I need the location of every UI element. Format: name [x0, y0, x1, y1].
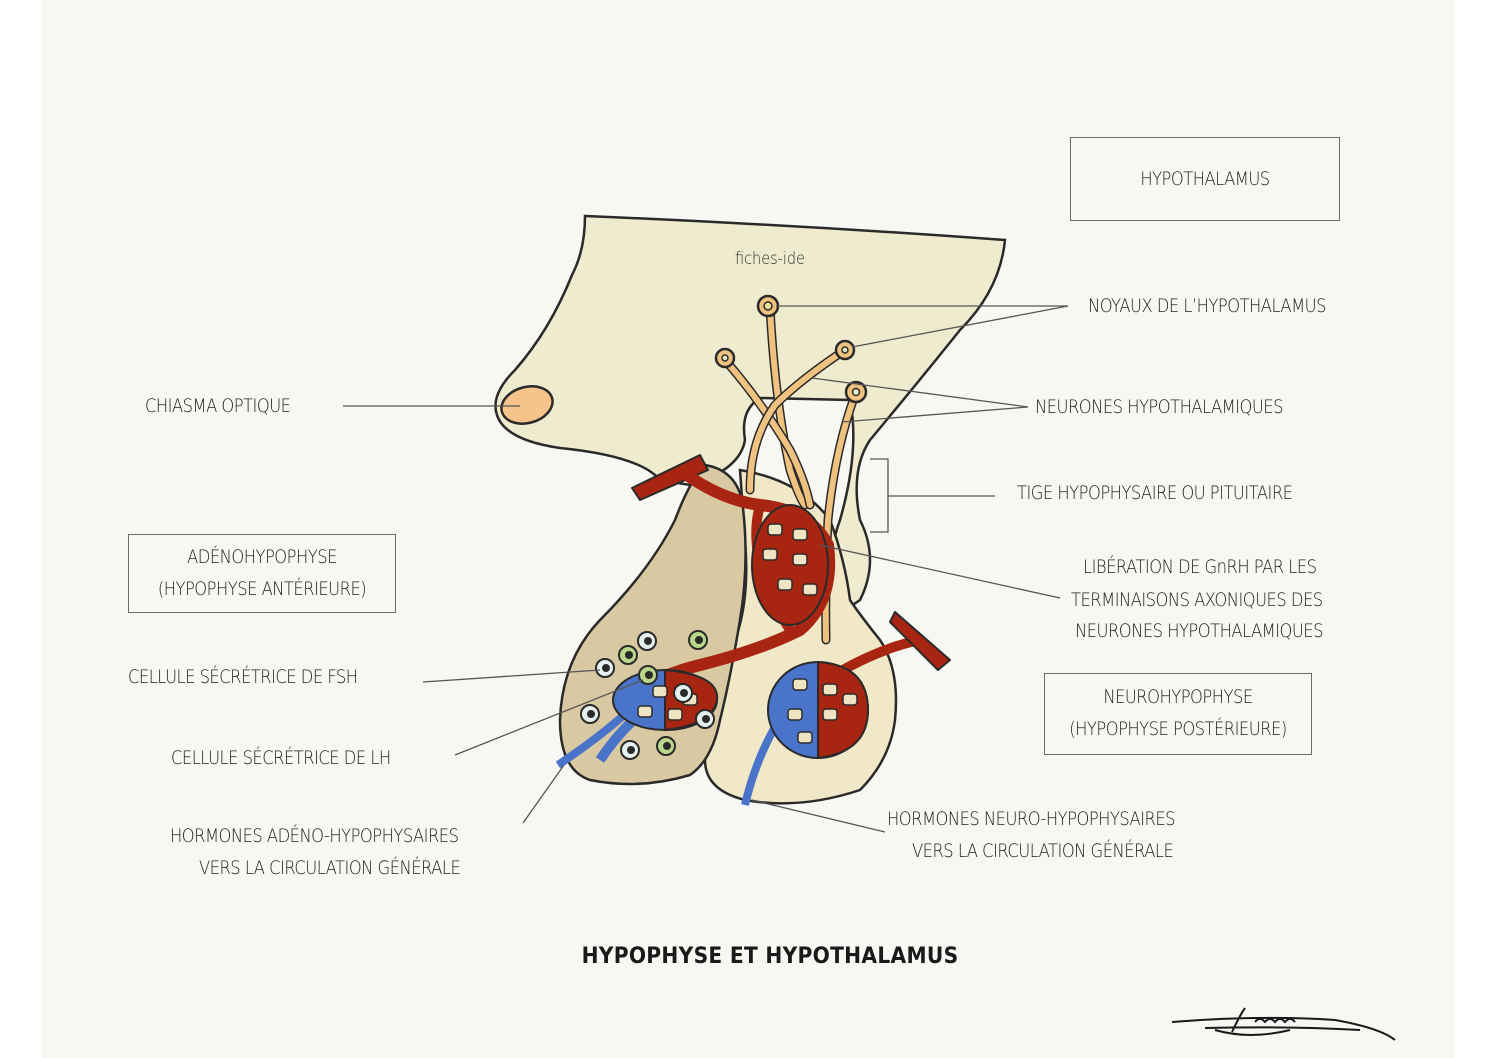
cell-nucleus	[663, 742, 671, 750]
hypothalamus-box: HYPOTHALAMUS	[1070, 137, 1340, 221]
label-tige: TIGE HYPOPHYSAIRE OU PITUITAIRE	[1017, 482, 1293, 504]
cell-nucleus	[645, 671, 653, 679]
capillary-hole	[792, 553, 808, 566]
cell-nucleus	[702, 715, 710, 723]
label-lh: CELLULE SÉCRÉTRICE DE LH	[171, 747, 391, 769]
capillary-holes	[637, 523, 858, 744]
label-fsh: CELLULE SÉCRÉTRICE DE FSH	[128, 666, 358, 688]
capillary-hole	[652, 685, 668, 698]
capillary-hole	[667, 708, 683, 721]
capillary-hole	[762, 548, 778, 561]
capillary-hole	[777, 578, 793, 591]
label-noyaux: NOYAUX DE L’HYPOTHALAMUS	[1088, 295, 1326, 317]
leader-lines	[343, 305, 1069, 833]
cell-nucleus	[627, 746, 635, 754]
capillary-hole	[822, 708, 838, 721]
cell-nucleus	[644, 637, 652, 645]
label-hormones-neuro-2: VERS LA CIRCULATION GÉNÉRALE	[912, 840, 1174, 862]
figure-title: HYPOPHYSE ET HYPOTHALAMUS	[581, 944, 959, 969]
capillary-hole	[637, 705, 653, 718]
capillary-hole	[797, 731, 813, 744]
adenohypophysis-box: ADÉNOHYPOPHYSE (HYPOPHYSE ANTÉRIEURE)	[128, 534, 396, 613]
capillary-hole	[792, 528, 808, 541]
secretory-cells	[580, 630, 715, 760]
neurohypophysis-box: NEUROHYPOPHYSE (HYPOPHYSE POSTÉRIEURE)	[1044, 673, 1312, 755]
label-liberation-3: NEURONES HYPOTHALAMIQUES	[1075, 620, 1323, 642]
label-hormones-adeno-1: HORMONES ADÉNO-HYPOPHYSAIRES	[170, 825, 459, 847]
neuro-label-1: NEUROHYPOPHYSE	[1103, 686, 1253, 708]
label-hormones-adeno-2: VERS LA CIRCULATION GÉNÉRALE	[199, 857, 461, 879]
cell-nucleus	[602, 664, 610, 672]
cell-nucleus	[587, 710, 595, 718]
adeno-label-1: ADÉNOHYPOPHYSE	[187, 546, 337, 568]
watermark: fiches-ide	[735, 249, 805, 269]
label-liberation-1: LIBÉRATION DE GnRH PAR LES	[1083, 556, 1317, 578]
optic-chiasma	[500, 385, 554, 425]
capillary-hole	[792, 678, 808, 691]
label-chiasma: CHIASMA OPTIQUE	[145, 395, 291, 417]
label-hormones-neuro-1: HORMONES NEURO-HYPOPHYSAIRES	[887, 808, 1176, 830]
capillary-hole	[767, 523, 783, 536]
hypothalamus-label: HYPOTHALAMUS	[1140, 168, 1270, 190]
label-liberation-2: TERMINAISONS AXONIQUES DES	[1071, 589, 1323, 611]
capillary-hole	[842, 693, 858, 706]
cell-nucleus	[680, 689, 688, 697]
cell-nucleus	[625, 651, 633, 659]
capillary-hole	[822, 683, 838, 696]
signature	[1171, 1007, 1396, 1041]
capillary-hole	[802, 583, 818, 596]
label-neurones: NEURONES HYPOTHALAMIQUES	[1035, 396, 1283, 418]
cell-nucleus	[695, 636, 703, 644]
adeno-label-2: (HYPOPHYSE ANTÉRIEURE)	[157, 578, 367, 600]
capillary-hole	[787, 708, 803, 721]
neuro-label-2: (HYPOPHYSE POSTÉRIEURE)	[1069, 718, 1287, 740]
